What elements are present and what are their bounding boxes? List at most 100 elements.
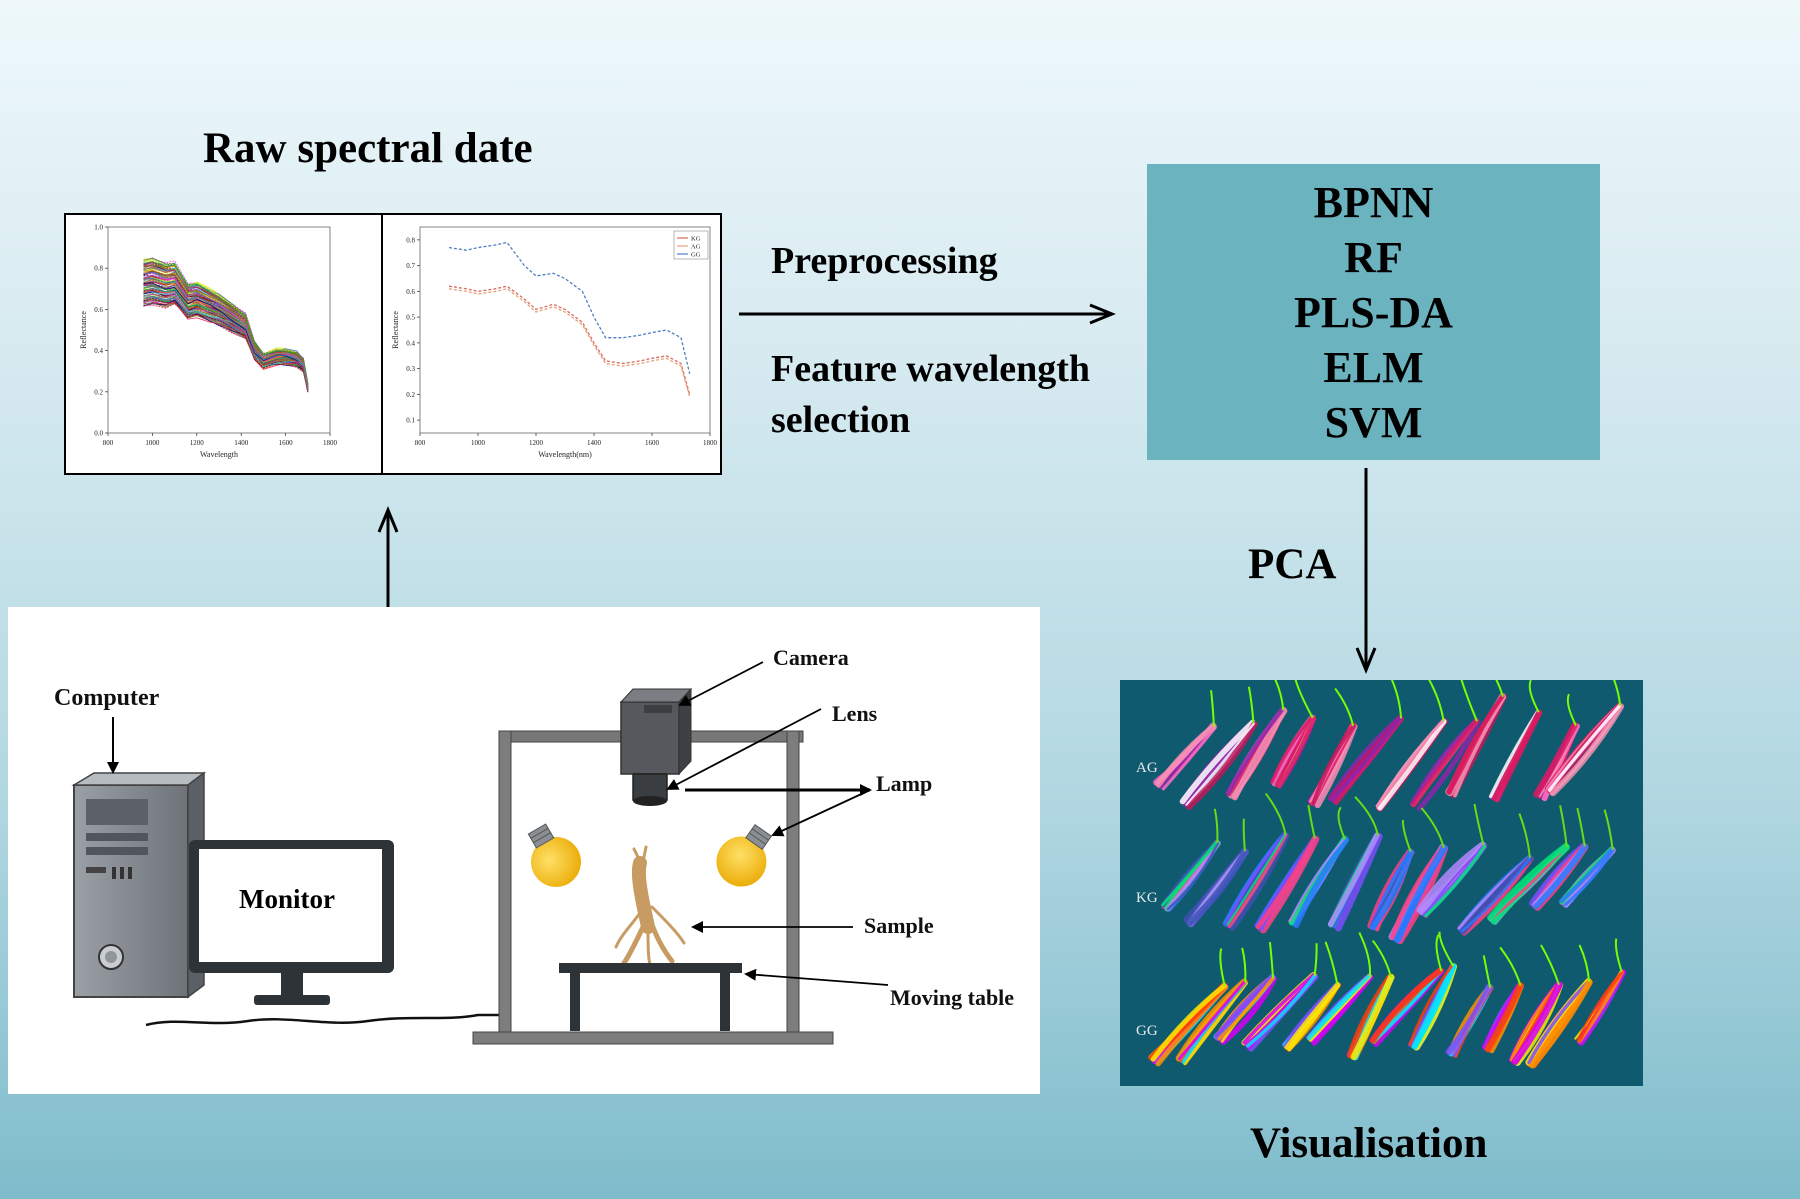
feature-selection-label: Feature wavelength selection [771, 344, 1131, 446]
root-stroke [1576, 970, 1623, 1042]
root-tip [1264, 792, 1287, 836]
x-tick-label: 1400 [587, 439, 602, 447]
root-tip [1427, 680, 1445, 722]
root-tip [1401, 819, 1412, 853]
camera-label: Camera [773, 645, 849, 670]
x-tick-label: 1200 [529, 439, 544, 447]
model-pls-da: PLS-DA [1294, 287, 1453, 337]
root-stroke [1578, 970, 1624, 1043]
ginseng-pseudocolor-root [1222, 792, 1290, 931]
root-stroke [1186, 848, 1249, 927]
root-stroke [1377, 719, 1447, 811]
root-stroke [1453, 695, 1506, 798]
y-axis-label: Reflectance [391, 311, 400, 349]
ginseng-pseudocolor-root [1160, 808, 1221, 912]
root-tip [1482, 955, 1492, 988]
y-tick-label: 0.8 [94, 265, 103, 273]
ginseng-pseudocolor-root [1456, 813, 1534, 936]
root-tip [1313, 943, 1318, 977]
ginseng-pseudocolor-root [1408, 931, 1458, 1051]
root-tip [1603, 809, 1614, 851]
ginseng-pseudocolor-root [1559, 809, 1616, 908]
x-tick-label: 1000 [145, 439, 160, 447]
ginseng-pseudocolor-root [1416, 803, 1488, 918]
x-axis-label: Wavelength(nm) [538, 450, 592, 459]
x-tick-label: 1800 [703, 439, 718, 447]
ginseng-pseudocolor-root [1175, 947, 1249, 1066]
pca-label: PCA [1248, 541, 1337, 588]
y-tick-label: 0.4 [94, 347, 103, 355]
ginseng-pseudocolor-root [1183, 818, 1249, 928]
root-stroke [1185, 721, 1258, 810]
ginseng-pseudocolor-root [1327, 680, 1404, 806]
root-stroke [1226, 833, 1287, 926]
row-label-ag: AG [1136, 760, 1158, 776]
raw-spectral-title: Raw spectral date [203, 125, 533, 172]
root-stroke [1220, 976, 1277, 1045]
ginseng-pseudocolor-root [1369, 934, 1445, 1047]
pca-visualisation-image [1148, 680, 1627, 1069]
spectrum-line [143, 298, 309, 393]
root-tip [1241, 947, 1247, 983]
root-stroke [1559, 847, 1614, 904]
x-tick-label: 1800 [323, 439, 338, 447]
cable [145, 1013, 499, 1027]
root-stroke [1424, 844, 1487, 918]
root-tip [1540, 944, 1560, 986]
ginseng-pseudocolor-root [1254, 804, 1320, 934]
root-stroke [1177, 980, 1246, 1061]
ginseng-pseudocolor-root [1574, 938, 1627, 1046]
model-box: BPNN RF PLS-DA ELM SVM [1147, 164, 1600, 460]
root-stroke [1155, 723, 1217, 788]
root-tip [1559, 805, 1568, 848]
spectrum-line [143, 299, 309, 389]
ginseng-pseudocolor-root [1488, 680, 1543, 803]
root-stroke [1487, 843, 1569, 921]
root-stroke [1224, 833, 1287, 926]
computer-tower-icon [71, 771, 207, 999]
ginseng-pseudocolor-root [1241, 943, 1319, 1052]
ginseng-pseudocolor-root [1525, 944, 1593, 1069]
root-stroke [1511, 981, 1563, 1065]
root-stroke [1277, 716, 1316, 789]
root-stroke [1288, 837, 1346, 922]
model-rf: RF [1344, 232, 1403, 282]
ginseng-pseudocolor-root [1445, 680, 1507, 798]
y-tick-label: 0.2 [406, 391, 415, 399]
legend-label: GG [691, 252, 701, 259]
root-stroke [1411, 718, 1480, 808]
root-stroke [1563, 848, 1615, 907]
y-tick-label: 0.7 [406, 262, 415, 270]
row-label-kg: KG [1136, 890, 1158, 906]
legend-label: KG [691, 236, 701, 243]
moving-table-icon [559, 963, 742, 1031]
ginseng-pseudocolor-root [1482, 946, 1524, 1054]
root-stroke [1242, 973, 1316, 1045]
root-stroke [1447, 694, 1505, 795]
ginseng-pseudocolor-root [1213, 941, 1277, 1045]
root-stroke [1150, 983, 1227, 1062]
spectrum-line [143, 280, 309, 388]
ginseng-pseudocolor-root [1282, 941, 1342, 1052]
spectrum-line [143, 261, 309, 385]
root-tip [1242, 818, 1246, 852]
right-lamp-icon [716, 823, 773, 887]
root-stroke [1327, 832, 1380, 927]
root-stroke [1161, 726, 1217, 791]
ginseng-pseudocolor-root [1445, 955, 1494, 1058]
ginseng-pseudocolor-root [1327, 796, 1383, 932]
lens-label: Lens [832, 701, 878, 726]
root-tip [1473, 803, 1485, 847]
root-stroke [1179, 719, 1256, 805]
hardware-panel: Computer Monitor Camera Lens Lamp Sample… [8, 607, 1040, 1094]
x-tick-label: 800 [415, 439, 426, 447]
y-tick-label: 0.4 [406, 339, 415, 347]
root-tip [1390, 680, 1403, 719]
root-tip [1219, 948, 1226, 987]
model-elm: ELM [1323, 342, 1424, 392]
y-tick-label: 0.8 [406, 236, 415, 244]
